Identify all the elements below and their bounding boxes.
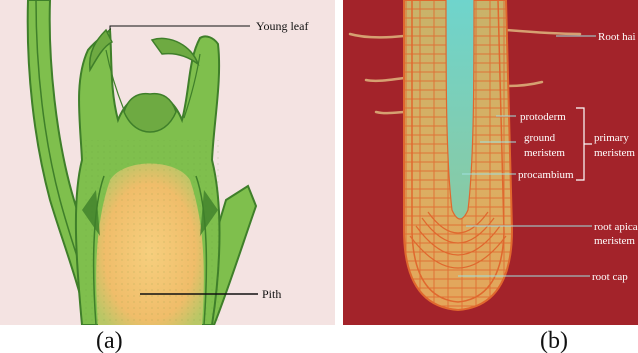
label-pith: Pith xyxy=(262,287,281,301)
caption-a: (a) xyxy=(96,328,123,353)
label-young-leaf: Young leaf xyxy=(256,19,308,33)
label-protoderm: protoderm xyxy=(520,111,566,123)
panel-a xyxy=(0,0,335,325)
caption-b: (b) xyxy=(540,328,568,353)
label-root-cap: root cap xyxy=(592,271,628,283)
label-ground-meristem-1: ground xyxy=(524,132,556,144)
label-root-apical-1: root apica xyxy=(594,221,638,233)
label-primary-1: primary xyxy=(594,132,629,144)
label-procambium: procambium xyxy=(518,169,574,181)
label-root-hair: Root hai xyxy=(598,31,636,43)
label-ground-meristem-2: meristem xyxy=(524,147,565,159)
label-primary-2: meristem xyxy=(594,147,635,159)
label-root-apical-2: meristem xyxy=(594,235,635,247)
